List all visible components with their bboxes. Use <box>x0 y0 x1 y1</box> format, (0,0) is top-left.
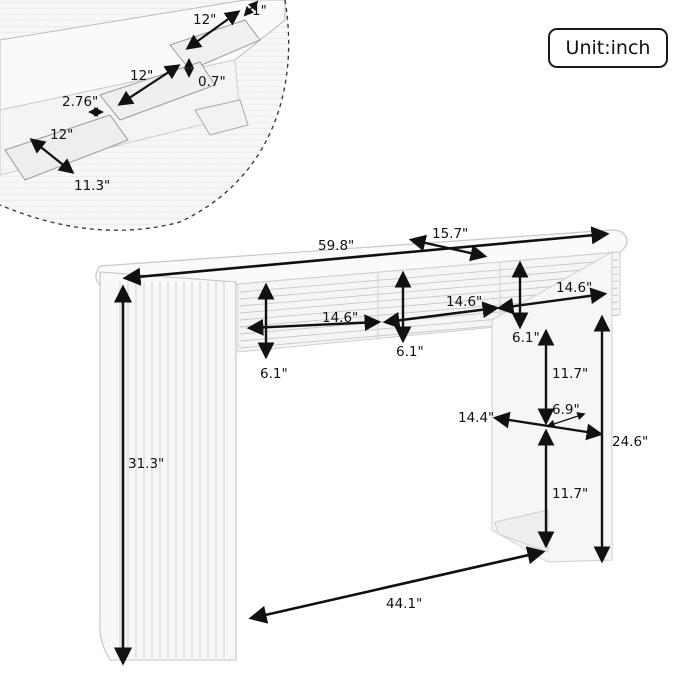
unit-label: Unit:inch <box>565 37 651 59</box>
label-drawer-height-mid: 6.1" <box>396 344 424 360</box>
label-overall-length: 59.8" <box>318 238 354 254</box>
label-leg-upper: 11.7" <box>552 366 588 382</box>
console-table <box>95 229 628 661</box>
label-inset-length-low: 12" <box>50 127 73 143</box>
dimension-arrows <box>113 226 611 666</box>
label-inset-length-top: 12" <box>193 12 216 28</box>
label-leg-gap: 44.1" <box>386 596 422 612</box>
label-leg-height: 24.6" <box>612 434 648 450</box>
label-inset-gap: 0.7" <box>198 74 226 90</box>
label-total-height: 31.3" <box>128 456 164 472</box>
label-top-depth: 15.7" <box>432 226 468 242</box>
label-drawer-height-right: 6.1" <box>512 330 540 346</box>
unit-label-box: Unit:inch <box>548 28 668 68</box>
label-inset-length-mid: 12" <box>130 68 153 84</box>
label-inset-thickness: 1" <box>252 3 267 19</box>
label-leg-thickness: 6.9" <box>552 402 580 418</box>
label-drawer-width-left: 14.6" <box>322 310 358 326</box>
label-drawer-width-right: 14.6" <box>556 280 592 296</box>
label-leg-lower: 11.7" <box>552 486 588 502</box>
drawer-detail-inset: 12" 1" 12" 0.7" 2.76" 12" 11.3" <box>0 0 290 231</box>
inset-boundary <box>0 0 290 231</box>
label-inset-width: 11.3" <box>74 178 110 194</box>
label-inset-depth: 2.76" <box>62 94 98 110</box>
label-drawer-height-left: 6.1" <box>260 366 288 382</box>
label-drawer-width-mid: 14.6" <box>446 294 482 310</box>
dimension-labels: 59.8" 15.7" 14.6" 14.6" 14.6" 6.1" 6.1" … <box>128 226 648 612</box>
label-shelf-depth: 14.4" <box>458 410 494 426</box>
